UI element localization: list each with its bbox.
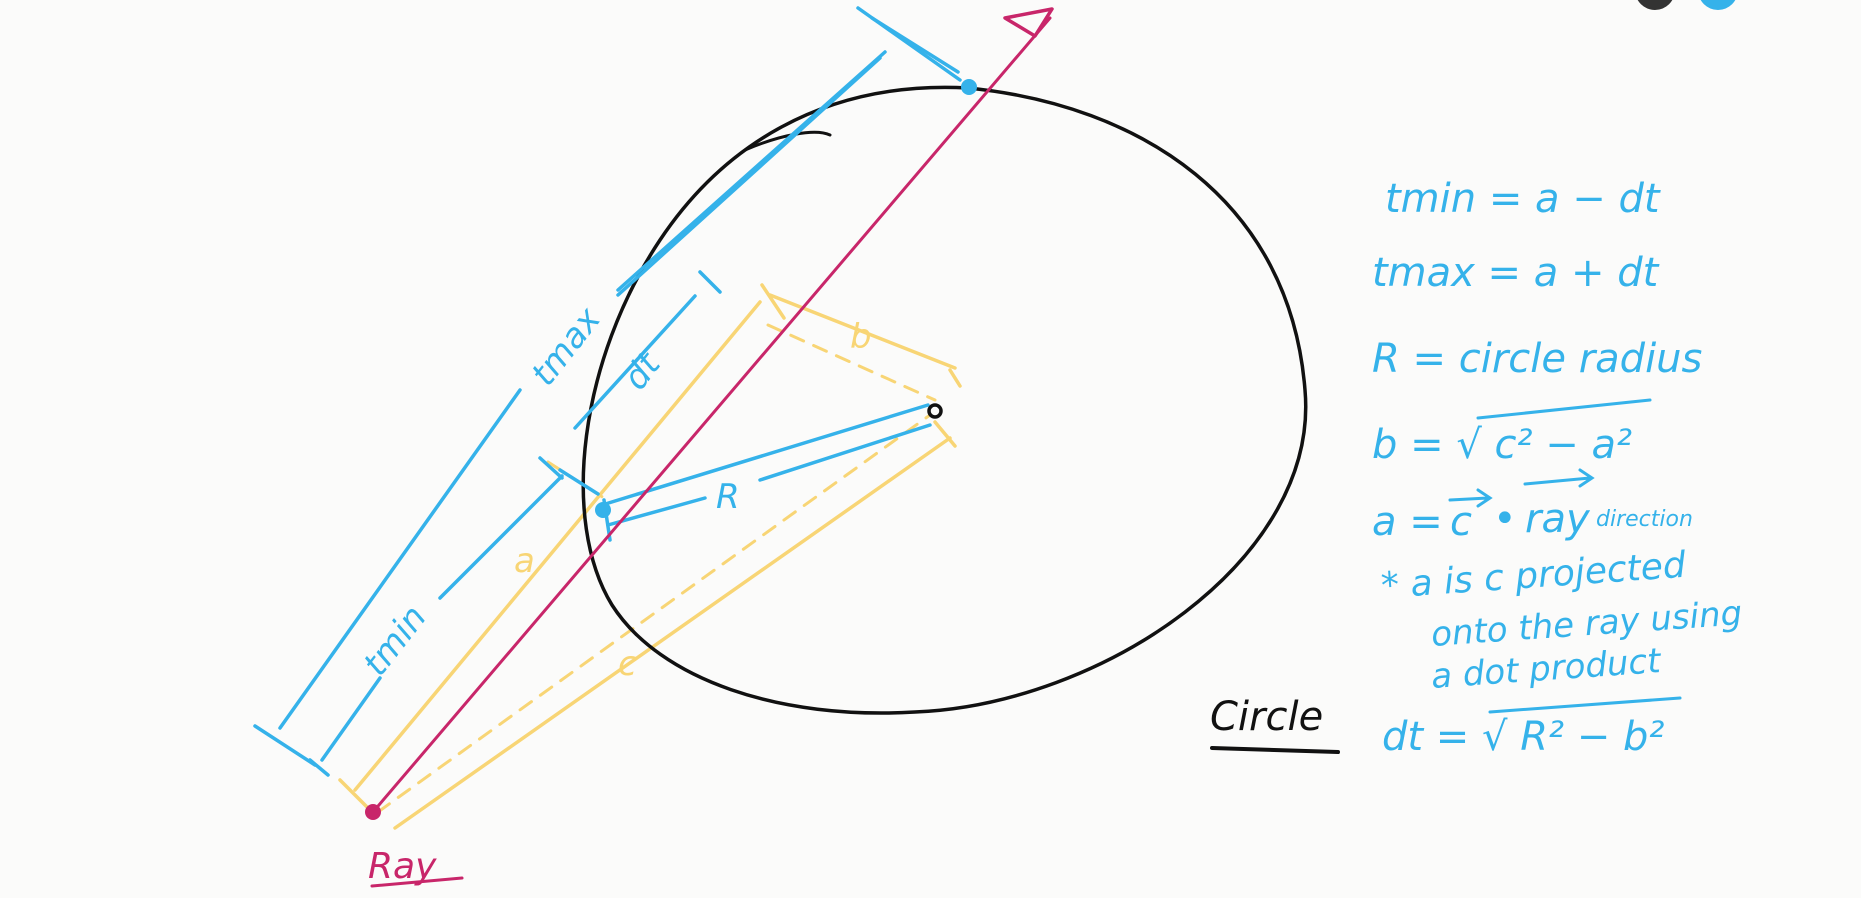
R-label: R: [716, 477, 740, 517]
segment-b-dashed: [766, 323, 937, 402]
circle-centre-point: [927, 403, 943, 419]
dt-dimension-line: [573, 294, 697, 430]
arrowhead-icon: [1003, 7, 1054, 38]
b-formula: b = √ c² − a²: [1372, 422, 1632, 468]
c-label: c: [618, 644, 637, 684]
b-sqrt-bar: [1476, 398, 1652, 420]
ray-line: [371, 16, 1052, 814]
yellow-dashed-lines: [376, 323, 937, 814]
dt-label: dt: [616, 344, 670, 397]
ray-label-underline: [370, 876, 464, 888]
vector-a-line: [353, 300, 762, 792]
tmin-label: tmin: [356, 598, 435, 684]
entry-intersection-point: [595, 502, 611, 518]
dt-sqrt-bar: [1488, 696, 1682, 714]
radius-line: [600, 403, 930, 507]
radius-formula: R = circle radius: [1372, 336, 1702, 382]
note-line-1: * a is c projected: [1380, 545, 1688, 607]
circle-outline: [581, 85, 1308, 715]
dt-formula: dt = √ R² − b²: [1382, 714, 1664, 760]
b-label: b: [850, 317, 872, 357]
formula-strokes: [1448, 398, 1682, 714]
corner-button-dark[interactable]: [1635, 0, 1675, 10]
tmax-dimension-line: [278, 388, 522, 730]
a-label: a: [514, 541, 535, 581]
tmax-formula: tmax = a + dt: [1372, 250, 1660, 296]
a-formula-c: c: [1450, 499, 1472, 545]
a-formula-ray: ray: [1525, 496, 1591, 542]
yellow-solid-lines: [338, 283, 962, 830]
corner-button-blue[interactable]: [1698, 0, 1738, 10]
tmin-formula: tmin = a − dt: [1385, 176, 1661, 222]
vector-c-line: [393, 436, 952, 830]
tmin-dimension-line: [320, 676, 382, 762]
circle-label-underline: [1210, 746, 1340, 754]
vector-arrow-icon: [1448, 488, 1493, 508]
ray-origin-point: [365, 804, 381, 820]
a-formula-subscript: direction: [1596, 507, 1693, 532]
circle-label: Circle: [1210, 694, 1323, 740]
a-formula-prefix: a =: [1372, 499, 1443, 545]
exit-intersection-point: [961, 79, 977, 95]
dot-product-icon: •: [1493, 496, 1517, 542]
segment-b-line: [768, 293, 957, 370]
vector-c-dashed: [376, 413, 932, 814]
blue-dimension-lines: [253, 6, 962, 777]
